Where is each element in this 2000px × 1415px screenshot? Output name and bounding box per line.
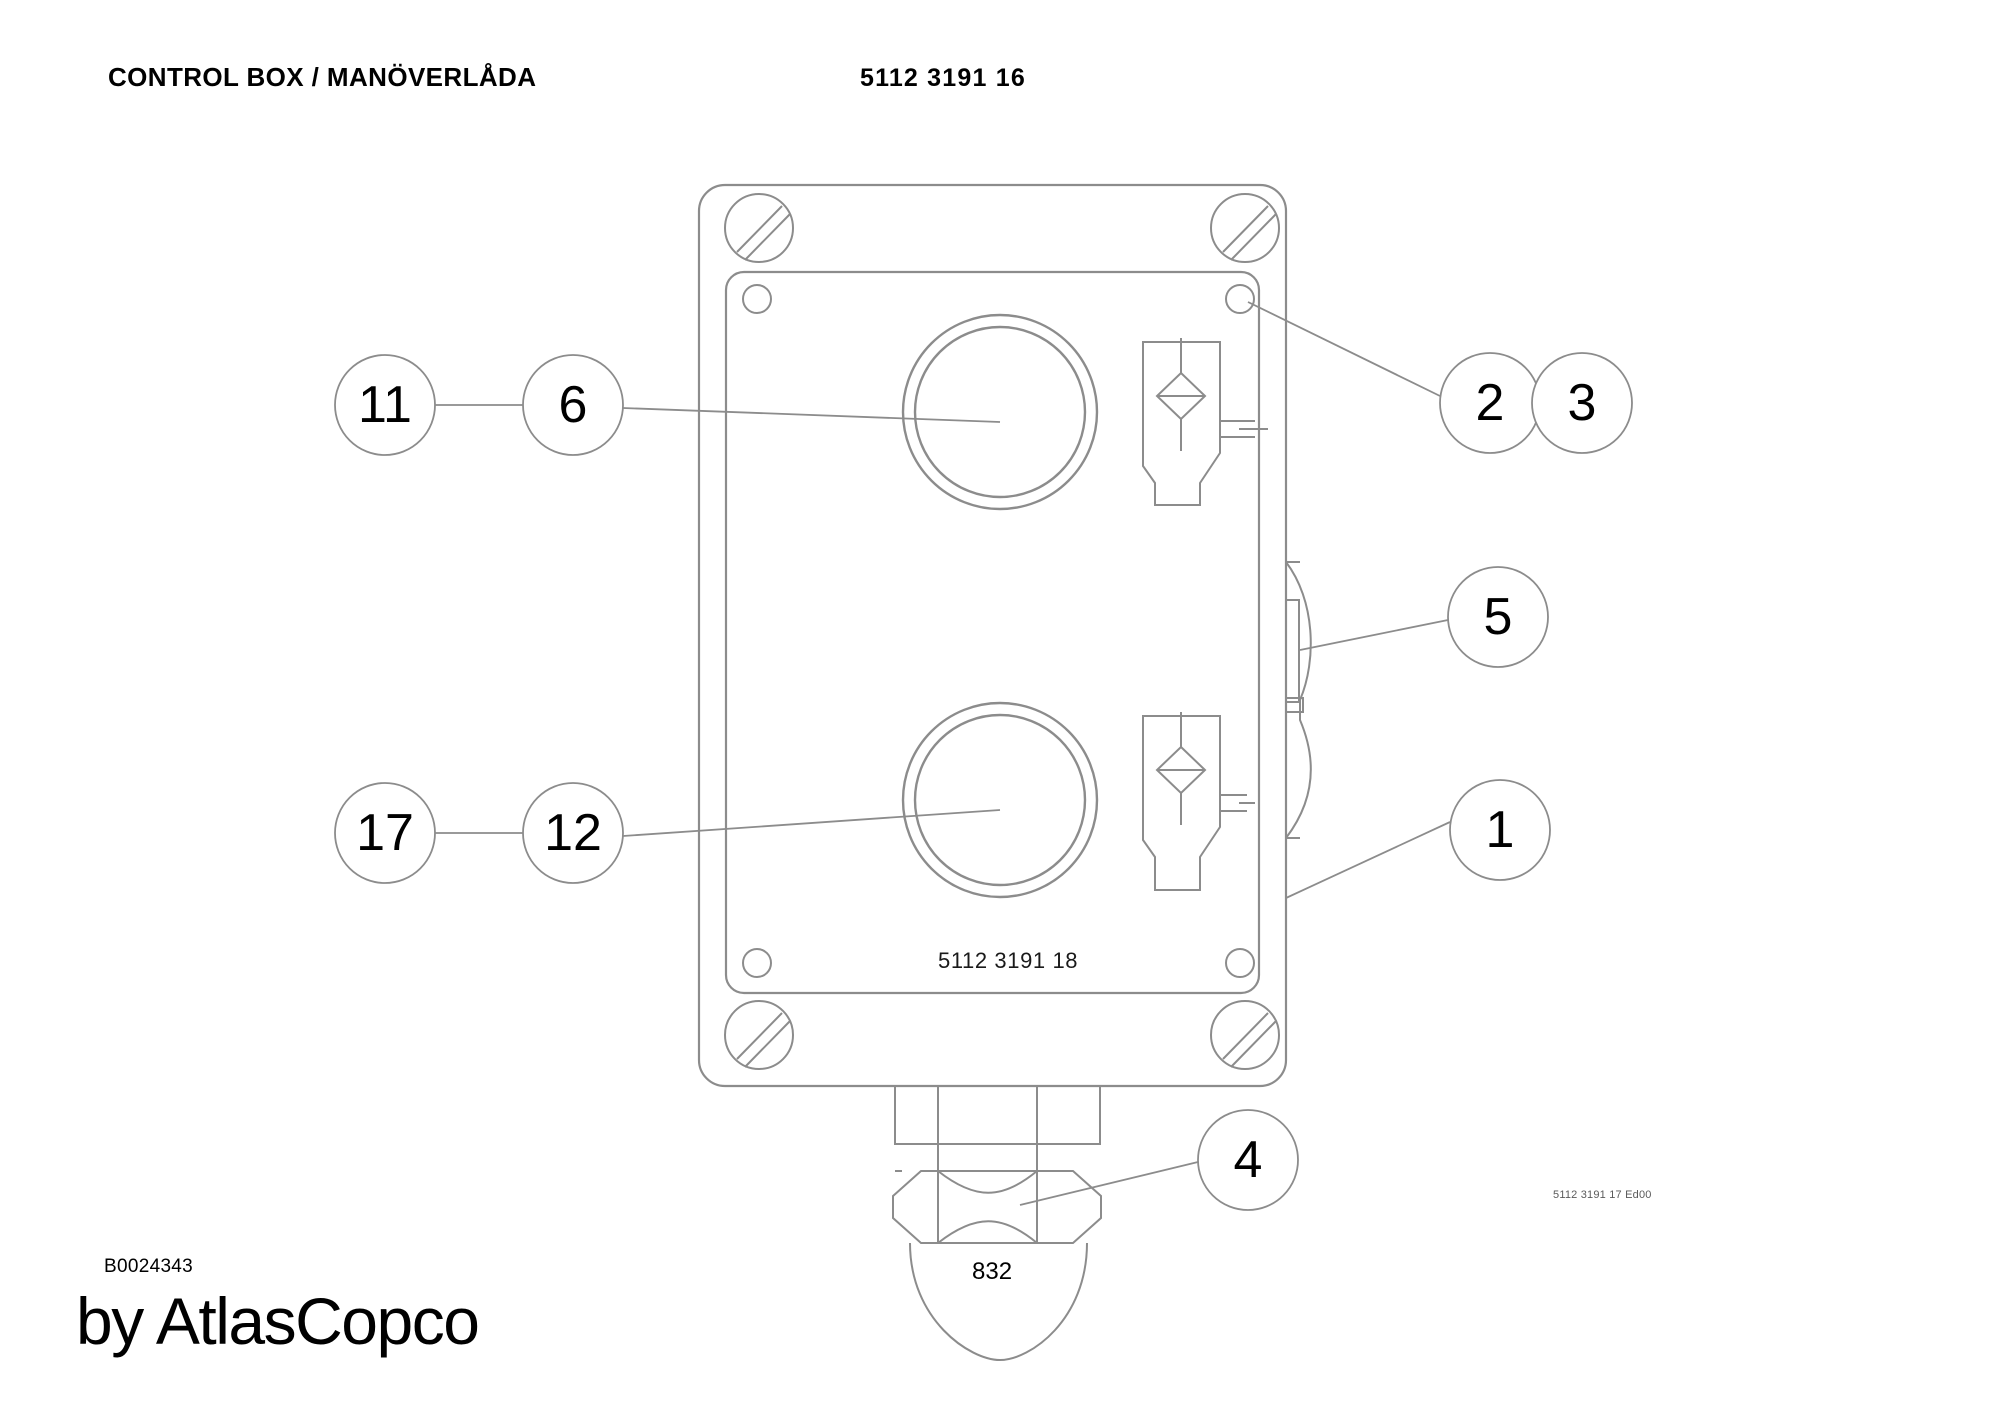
callout-balloon-6-label: 6 [559,376,588,434]
callout-balloon-1-label: 1 [1486,801,1515,859]
callout-balloons[interactable]: 11 6 17 12 2 3 [334,352,1633,1211]
leader-lines [435,301,1451,1206]
upper-valve-symbol [1142,338,1268,506]
callout-balloon-1[interactable]: 1 [1449,779,1551,881]
callout-balloon-5[interactable]: 5 [1447,566,1549,668]
panel-mounting-holes [742,284,1255,978]
page-number: 832 [972,1258,1013,1285]
inner-part-number: 5112 3191 18 [938,948,1079,973]
upper-push-button[interactable] [901,313,1099,511]
callout-balloon-5-label: 5 [1484,588,1513,646]
callout-balloon-12-label: 12 [544,804,602,862]
page-title: CONTROL BOX / MANÖVERLÅDA [108,62,537,92]
control-box-outer-housing [697,183,1288,1088]
document-code: B0024343 [104,1256,194,1277]
callout-balloon-6[interactable]: 6 [522,354,624,456]
corner-screws [724,193,1280,1070]
side-cable-grommet [1285,561,1312,839]
edition-code: 5112 3191 17 Ed00 [1553,1189,1652,1201]
header-part-number: 5112 3191 16 [860,64,1026,92]
callout-balloon-4[interactable]: 4 [1197,1109,1299,1211]
callout-balloon-2[interactable]: 2 [1439,352,1541,454]
callout-balloon-17-label: 17 [356,804,414,862]
callout-balloon-12[interactable]: 12 [522,782,624,884]
callout-balloon-4-label: 4 [1234,1131,1263,1189]
callout-balloon-3[interactable]: 3 [1531,352,1633,454]
callout-balloon-11[interactable]: 11 [334,354,436,456]
callout-balloon-11-label: 11 [358,376,412,434]
brand-logo: by AtlasCopco [76,1284,480,1358]
lower-valve-symbol [1142,712,1255,891]
bottom-cable-gland [892,1085,1102,1362]
callout-balloon-2-label: 2 [1476,374,1505,432]
lower-push-button[interactable] [901,701,1099,899]
callout-balloon-17[interactable]: 17 [334,782,436,884]
callout-balloon-3-label: 3 [1568,374,1597,432]
